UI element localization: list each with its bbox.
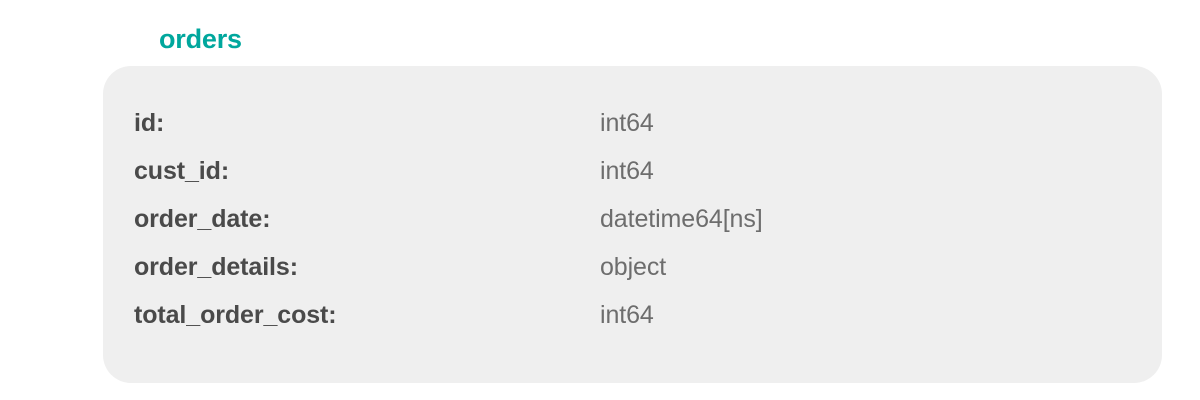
field-name: id: <box>134 109 165 137</box>
field-row: cust_id: int64 <box>134 156 1138 204</box>
field-name: order_date: <box>134 205 271 233</box>
field-type: int64 <box>600 301 654 329</box>
field-row: total_order_cost: int64 <box>134 300 1138 348</box>
field-name: cust_id: <box>134 157 230 185</box>
field-row: id: int64 <box>134 108 1138 156</box>
field-list: id: int64 cust_id: int64 order_date: dat… <box>134 108 1138 348</box>
field-row: order_date: datetime64[ns] <box>134 204 1138 252</box>
table-title: orders <box>159 24 242 54</box>
field-type: datetime64[ns] <box>600 205 763 233</box>
schema-card: id: int64 cust_id: int64 order_date: dat… <box>103 66 1162 383</box>
field-row: order_details: object <box>134 252 1138 300</box>
field-name: order_details: <box>134 253 298 281</box>
field-type: int64 <box>600 109 654 137</box>
field-type: int64 <box>600 157 654 185</box>
field-name: total_order_cost: <box>134 301 337 329</box>
field-type: object <box>600 253 667 281</box>
